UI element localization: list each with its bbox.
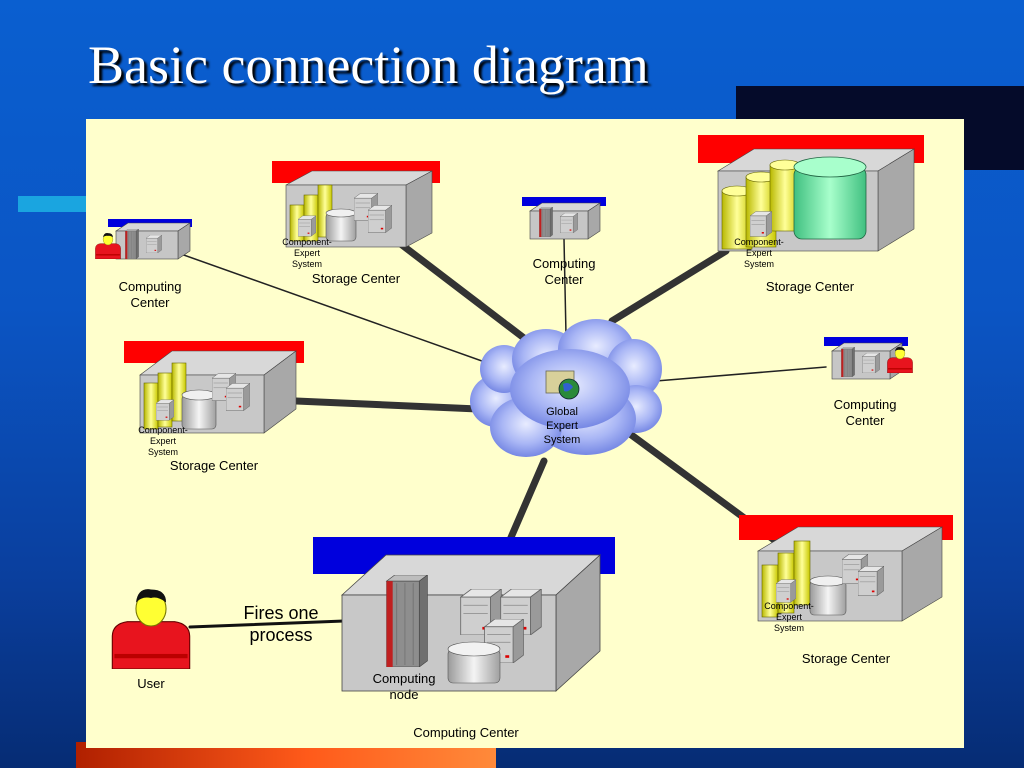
storage-center-bottom-right	[739, 515, 953, 622]
label-computing-top-left: Computing Center	[118, 279, 182, 310]
sublabel-storage-top-right: Component- Expert System	[734, 237, 784, 269]
sublabel-storage-top: Component- Expert System	[282, 237, 332, 269]
computing-center-top-mid	[522, 197, 606, 240]
label-storage-top: Storage Center	[311, 271, 401, 286]
label-computing-right: Computing Center	[833, 397, 897, 428]
computing-center-right	[824, 337, 913, 380]
slide-title: Basic connection diagram	[88, 35, 649, 95]
link-computing-top-left	[180, 253, 497, 367]
global-expert-system-cloud	[470, 319, 662, 457]
link-computing-main	[502, 457, 548, 553]
storage-center-top	[272, 161, 440, 248]
label-global-expert-system: Global Expert System	[543, 406, 581, 446]
label-user: User	[137, 676, 165, 691]
computing-center-top-left	[95, 219, 192, 260]
label-computing-top-mid: Computing Center	[532, 256, 596, 287]
sublabel-storage-left: Component- Expert System	[138, 425, 188, 457]
label-computing-node: Computing node	[372, 671, 436, 702]
sublabel-storage-bottom-right: Component- Expert System	[764, 601, 814, 633]
label-computing-center-main: Computing Center	[413, 725, 519, 740]
label-storage-bottom-right: Storage Center	[801, 651, 891, 666]
link-storage-top-right	[608, 247, 730, 325]
computing-node-tower	[385, 575, 429, 667]
label-storage-top-right: Storage Center	[765, 279, 855, 294]
diagram-panel: Computing Center Component- Expert Syste…	[86, 119, 964, 748]
connection-diagram	[95, 135, 953, 692]
link-computing-right	[655, 366, 827, 382]
label-storage-left: Storage Center	[169, 458, 259, 473]
label-fires-one-process: Fires one process	[243, 603, 319, 645]
computing-center-main	[313, 537, 615, 692]
link-storage-top	[398, 241, 545, 355]
link-storage-left	[292, 397, 482, 413]
storage-center-left	[124, 341, 304, 434]
link-computing-top-mid	[563, 238, 567, 336]
link-user	[188, 619, 346, 629]
user-person-icon	[111, 588, 191, 669]
decorative-cyan-bar	[18, 196, 88, 212]
storage-center-top-right	[698, 135, 924, 252]
